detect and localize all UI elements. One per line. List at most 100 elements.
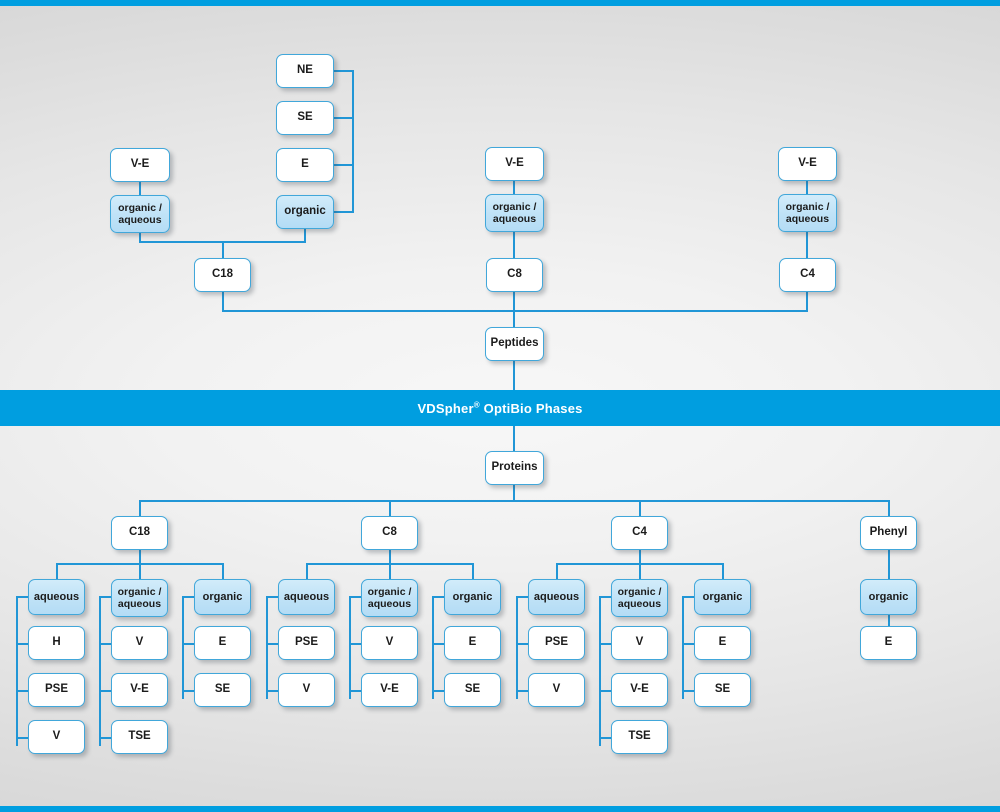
connector-c4-to-aqueous xyxy=(556,563,558,580)
connector-c18-organic-stub-1 xyxy=(182,643,196,645)
proteins-c8-aqueous-item-1[interactable]: PSE xyxy=(278,626,335,660)
connector-c8-group-drop xyxy=(389,550,391,564)
proteins-c4-aqueous-item-2[interactable]: V xyxy=(528,673,585,707)
proteins-c18-organic-node[interactable]: organic xyxy=(194,579,251,615)
proteins-c4-orgaq-item-3[interactable]: TSE xyxy=(611,720,668,754)
connector-c8-orgaq-stub-1 xyxy=(349,643,363,645)
proteins-c4-orgaq-item-1[interactable]: V xyxy=(611,626,668,660)
connector-bracket-c18-organic-spine xyxy=(352,70,354,212)
connector-c18-to-aqueous xyxy=(56,563,58,580)
connector-bus-to-c18 xyxy=(139,500,141,517)
connector-c18-aqueous-stub-2 xyxy=(16,690,30,692)
proteins-c18-organic-item-1[interactable]: E xyxy=(194,626,251,660)
proteins-phenyl-node[interactable]: Phenyl xyxy=(860,516,917,550)
connector-bus-to-c4 xyxy=(639,500,641,517)
peptides-c18-organic-aqueous-node[interactable]: organic / aqueous xyxy=(110,195,170,233)
connector-c18-orgaq-stub-3 xyxy=(99,737,113,739)
peptides-c8-organic-aqueous-node[interactable]: organic / aqueous xyxy=(485,194,544,232)
connector-c18-ve-to-orgaq xyxy=(139,182,141,196)
proteins-c18-orgaq-item-2[interactable]: V-E xyxy=(111,673,168,707)
peptides-c18-node[interactable]: C18 xyxy=(194,258,251,292)
proteins-c4-organic-node[interactable]: organic xyxy=(694,579,751,615)
connector-organic-stub xyxy=(334,211,354,213)
section-banner: VDSpher® OptiBio Phases xyxy=(0,390,1000,426)
connector-c18-organic-stub-0 xyxy=(182,596,196,598)
bottom-accent-strip xyxy=(0,806,1000,812)
proteins-c8-node[interactable]: C8 xyxy=(361,516,418,550)
peptides-c4-node[interactable]: C4 xyxy=(779,258,836,292)
proteins-c4-orgaq-item-2[interactable]: V-E xyxy=(611,673,668,707)
connector-c18-orgaq-stub-2 xyxy=(99,690,113,692)
proteins-c18-aqueous-item-1[interactable]: H xyxy=(28,626,85,660)
proteins-root-node[interactable]: Proteins xyxy=(485,451,544,485)
connector-c8-orgaq-spine xyxy=(349,596,351,699)
proteins-c8-organic-item-1[interactable]: E xyxy=(444,626,501,660)
connector-c8-aqueous-stub-1 xyxy=(266,643,280,645)
connector-c4-to-organic xyxy=(722,563,724,580)
proteins-c4-aqueous-item-1[interactable]: PSE xyxy=(528,626,585,660)
connector-c8-orgaq-stub-0 xyxy=(349,596,363,598)
connector-c4-organic-stub-0 xyxy=(682,596,696,598)
registered-mark: ® xyxy=(473,400,480,410)
proteins-c18-node[interactable]: C18 xyxy=(111,516,168,550)
proteins-c18-organic-aqueous-node[interactable]: organic / aqueous xyxy=(111,579,168,617)
peptides-c18-ne-node[interactable]: NE xyxy=(276,54,334,88)
connector-c4-orgaq-stub-3 xyxy=(599,737,613,739)
peptides-c18-se-node[interactable]: SE xyxy=(276,101,334,135)
connector-peptides-to-banner xyxy=(513,361,515,390)
proteins-phenyl-organic-item-1[interactable]: E xyxy=(860,626,917,660)
connector-c18-group-drop xyxy=(139,550,141,564)
proteins-c4-organic-item-1[interactable]: E xyxy=(694,626,751,660)
connector-c4-to-orgaq xyxy=(639,563,641,580)
peptides-c4-organic-aqueous-node[interactable]: organic / aqueous xyxy=(778,194,837,232)
peptides-c8-ve-node[interactable]: V-E xyxy=(485,147,544,181)
connector-c4-orgaq-stub-2 xyxy=(599,690,613,692)
proteins-c4-node[interactable]: C4 xyxy=(611,516,668,550)
proteins-phenyl-organic-node[interactable]: organic xyxy=(860,579,917,615)
connector-c18-orgaq-spine xyxy=(99,596,101,746)
proteins-c4-aqueous-node[interactable]: aqueous xyxy=(528,579,585,615)
proteins-c18-aqueous-item-2[interactable]: PSE xyxy=(28,673,85,707)
peptides-c4-ve-node[interactable]: V-E xyxy=(778,147,837,181)
proteins-c8-organic-node[interactable]: organic xyxy=(444,579,501,615)
connector-c18-merge-drop xyxy=(222,241,224,259)
proteins-c18-orgaq-item-3[interactable]: TSE xyxy=(111,720,168,754)
proteins-c8-orgaq-item-2[interactable]: V-E xyxy=(361,673,418,707)
proteins-c18-orgaq-item-1[interactable]: V xyxy=(111,626,168,660)
connector-c4-to-bus xyxy=(806,292,808,311)
connector-c18-left-drop xyxy=(139,233,141,242)
connector-phenyl-to-organic xyxy=(888,550,890,579)
proteins-c8-orgaq-item-1[interactable]: V xyxy=(361,626,418,660)
connector-bus-to-c8 xyxy=(389,500,391,517)
connector-c18-right-drop xyxy=(304,229,306,242)
proteins-c8-aqueous-node[interactable]: aqueous xyxy=(278,579,335,615)
proteins-c18-aqueous-node[interactable]: aqueous xyxy=(28,579,85,615)
connector-proteins-drop xyxy=(513,485,515,501)
proteins-c4-organic-item-2[interactable]: SE xyxy=(694,673,751,707)
proteins-c4-organic-aqueous-node[interactable]: organic / aqueous xyxy=(611,579,668,617)
proteins-c8-organic-aqueous-node[interactable]: organic / aqueous xyxy=(361,579,418,617)
connector-c4-aqueous-spine xyxy=(516,596,518,699)
connector-c4-group-drop xyxy=(639,550,641,564)
connector-phenyl-organic-to-e xyxy=(888,615,890,626)
connector-c8-organic-stub-1 xyxy=(432,643,446,645)
proteins-c8-aqueous-item-2[interactable]: V xyxy=(278,673,335,707)
connector-c4-aqueous-stub-1 xyxy=(516,643,530,645)
connector-peptides-bus xyxy=(222,310,808,312)
peptides-root-node[interactable]: Peptides xyxy=(485,327,544,361)
connector-c18-to-orgaq xyxy=(139,563,141,580)
peptides-c18-organic-node[interactable]: organic xyxy=(276,195,334,229)
proteins-c18-organic-item-2[interactable]: SE xyxy=(194,673,251,707)
connector-c4-organic-stub-1 xyxy=(682,643,696,645)
connector-se-stub xyxy=(334,117,354,119)
proteins-c18-aqueous-item-3[interactable]: V xyxy=(28,720,85,754)
connector-c8-organic-stub-2 xyxy=(432,690,446,692)
connector-c18-orgaq-stub-0 xyxy=(99,596,113,598)
connector-c4-organic-stub-2 xyxy=(682,690,696,692)
peptides-c8-node[interactable]: C8 xyxy=(486,258,543,292)
proteins-c8-organic-item-2[interactable]: SE xyxy=(444,673,501,707)
peptides-c18-e-node[interactable]: E xyxy=(276,148,334,182)
peptides-c18-ve-node[interactable]: V-E xyxy=(110,148,170,182)
connector-c4-organic-spine xyxy=(682,596,684,699)
connector-c4-orgaq-stub-1 xyxy=(599,643,613,645)
